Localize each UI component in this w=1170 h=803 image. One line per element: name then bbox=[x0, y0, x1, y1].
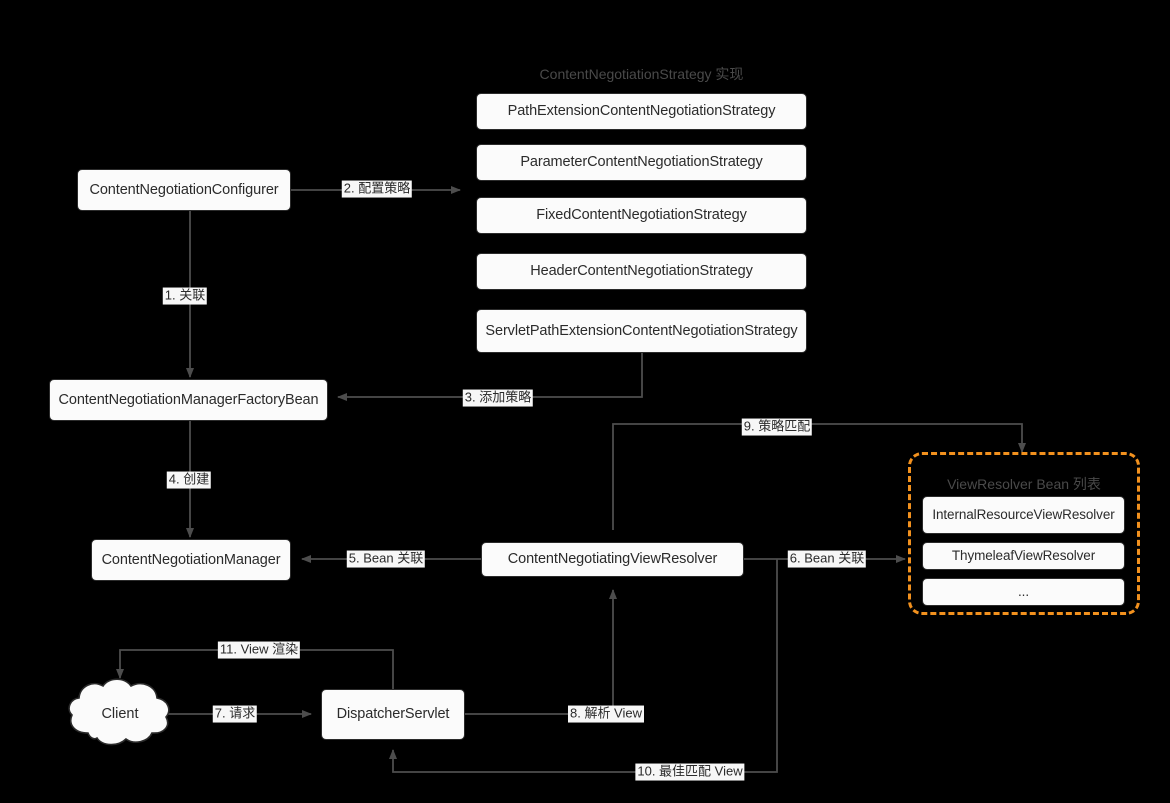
node-parameter-strategy[interactable]: ParameterContentNegotiationStrategy bbox=[476, 144, 807, 181]
strategy-group-title: ContentNegotiationStrategy 实现 bbox=[539, 66, 744, 82]
node-content-negotiating-view-resolver[interactable]: ContentNegotiatingViewResolver bbox=[481, 542, 744, 577]
edge-label-6: 6. Bean 关联 bbox=[787, 550, 867, 568]
client-label: Client bbox=[101, 705, 139, 722]
node-thymeleaf-view-resolver[interactable]: ThymeleafViewResolver bbox=[922, 542, 1125, 570]
edge-label-5: 5. Bean 关联 bbox=[346, 550, 426, 568]
node-header-strategy[interactable]: HeaderContentNegotiationStrategy bbox=[476, 253, 807, 290]
cloud-icon bbox=[68, 678, 170, 746]
node-content-negotiation-manager-factory-bean[interactable]: ContentNegotiationManagerFactoryBean bbox=[49, 379, 328, 421]
edge-label-9: 9. 策略匹配 bbox=[741, 418, 813, 436]
viewresolver-bean-group bbox=[908, 452, 1140, 615]
node-path-extension-strategy[interactable]: PathExtensionContentNegotiationStrategy bbox=[476, 93, 807, 130]
edge-label-7: 7. 请求 bbox=[212, 705, 258, 723]
node-dispatcher-servlet[interactable]: DispatcherServlet bbox=[321, 689, 465, 740]
edge-label-3: 3. 添加策略 bbox=[462, 389, 534, 407]
edge-label-4: 4. 创建 bbox=[166, 471, 212, 489]
edge-label-8: 8. 解析 View bbox=[567, 705, 645, 723]
node-content-negotiation-configurer[interactable]: ContentNegotiationConfigurer bbox=[77, 169, 291, 211]
node-more-view-resolvers[interactable]: ... bbox=[922, 578, 1125, 606]
node-client[interactable]: Client bbox=[64, 676, 176, 751]
node-internal-resource-view-resolver[interactable]: InternalResourceViewResolver bbox=[922, 496, 1125, 534]
edge-label-2: 2. 配置策略 bbox=[341, 180, 413, 198]
node-fixed-strategy[interactable]: FixedContentNegotiationStrategy bbox=[476, 197, 807, 234]
edge-label-1: 1. 关联 bbox=[162, 287, 208, 305]
edge-label-11: 11. View 渲染 bbox=[217, 641, 301, 659]
edge-line-10 bbox=[389, 559, 778, 773]
node-servlet-path-extension-strategy[interactable]: ServletPathExtensionContentNegotiationSt… bbox=[476, 309, 807, 353]
viewresolver-group-title: ViewResolver Bean 列表 bbox=[947, 476, 1101, 492]
edge-label-10: 10. 最佳匹配 View bbox=[635, 763, 745, 781]
edge-line-8 bbox=[465, 589, 617, 715]
node-content-negotiation-manager[interactable]: ContentNegotiationManager bbox=[91, 539, 291, 581]
